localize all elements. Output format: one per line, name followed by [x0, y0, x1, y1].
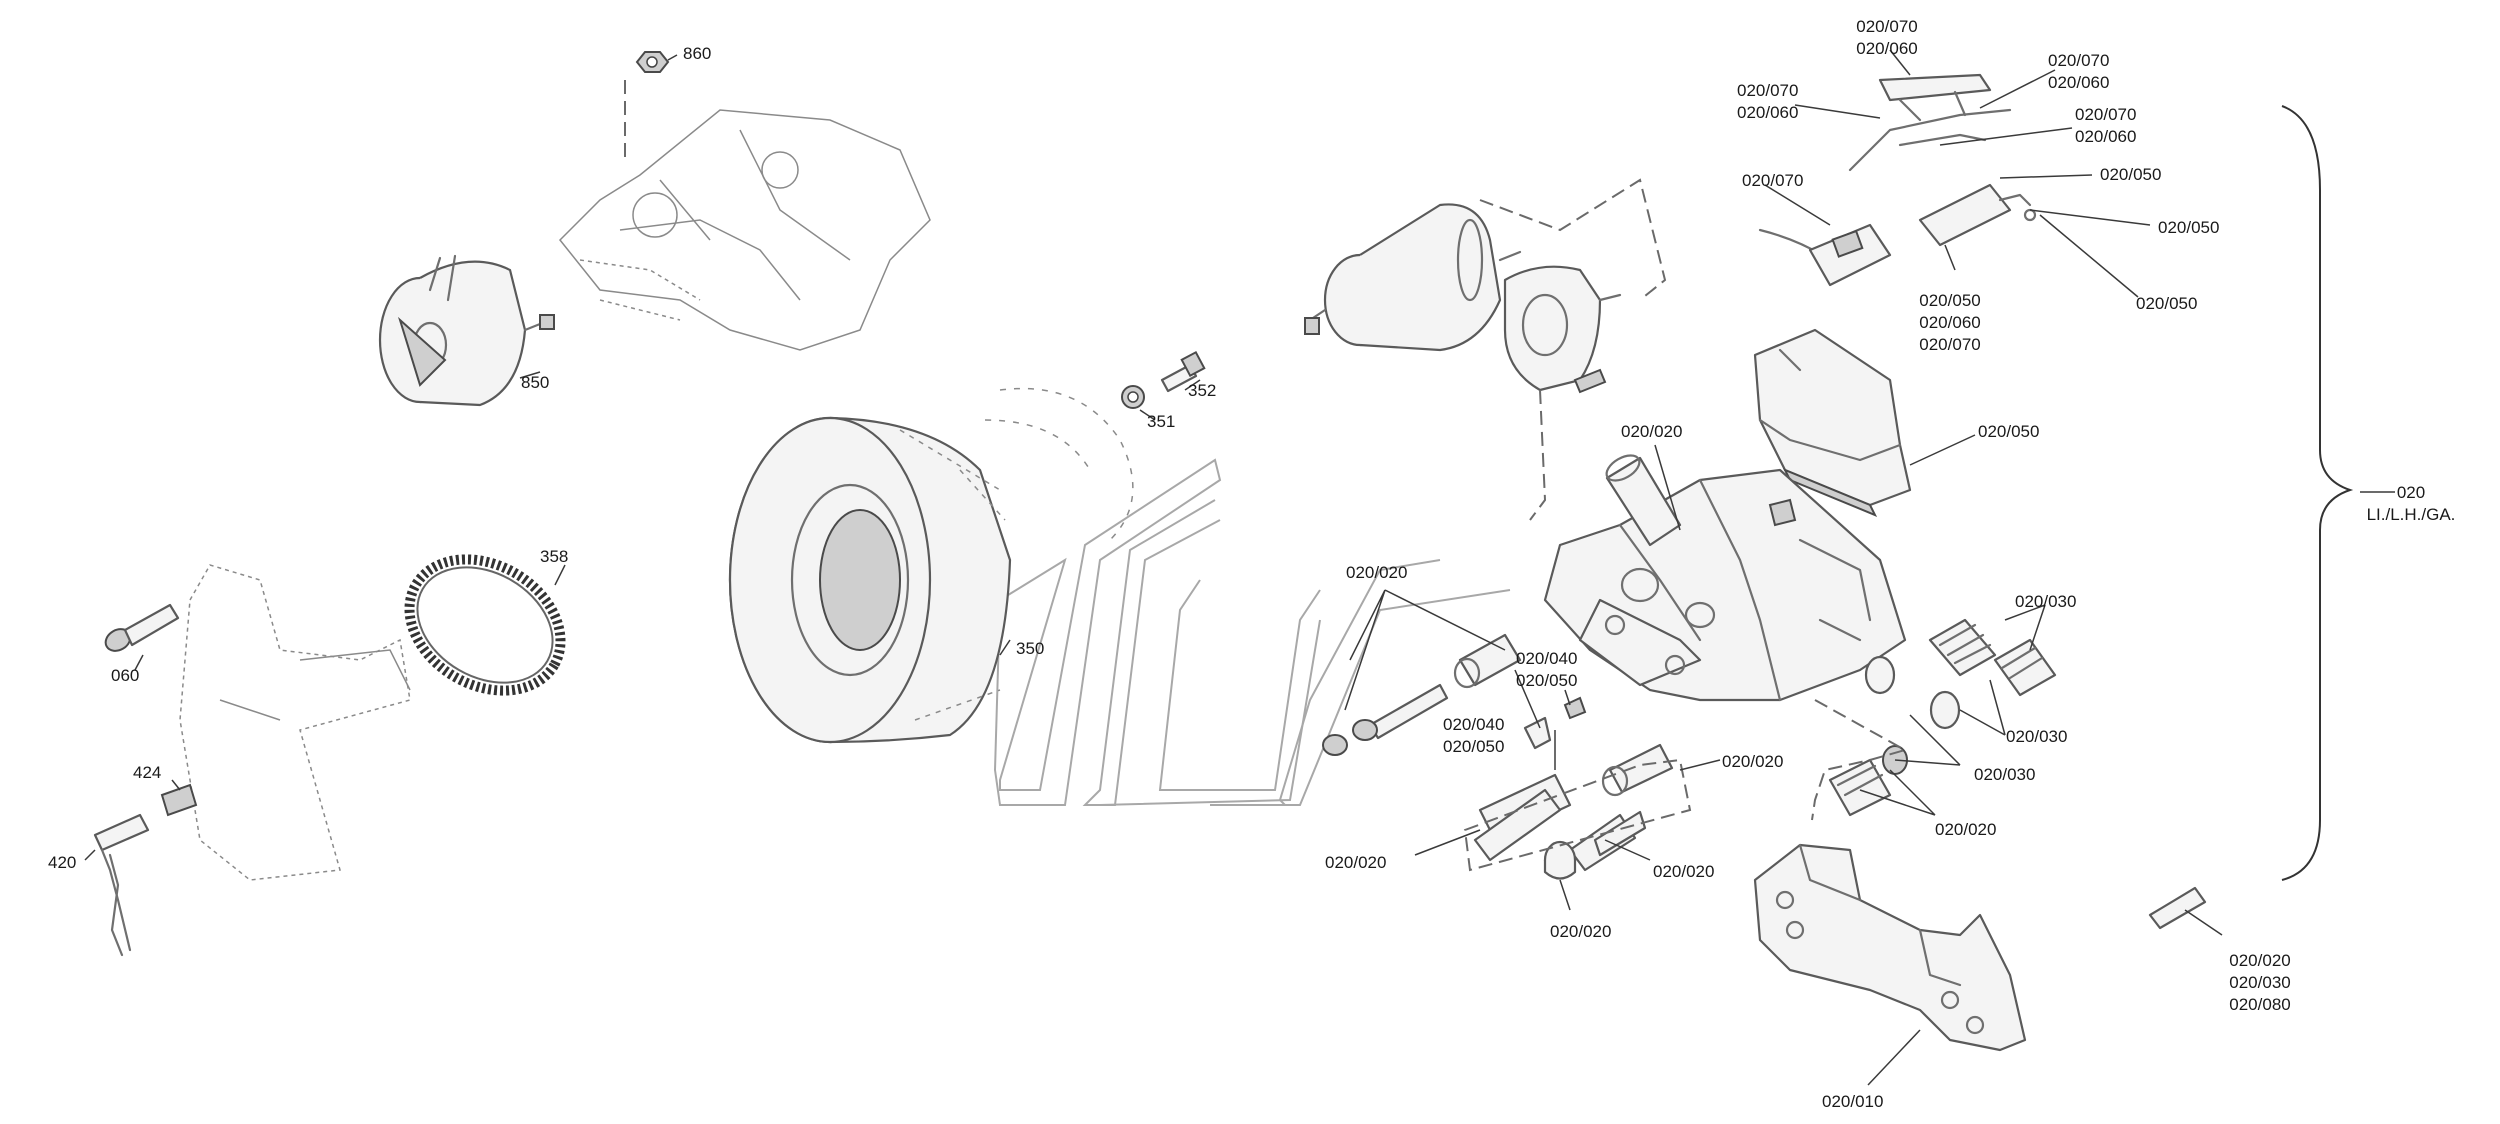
bolt-352	[1160, 350, 1206, 393]
callout-top-g: 020/050	[2158, 218, 2220, 237]
callout-piston-030-c: 020/030	[1974, 765, 2036, 784]
nut-860	[635, 51, 670, 73]
callout-guide-020b: 020/020	[1653, 862, 1715, 881]
guide-pin-lower	[1473, 743, 1674, 862]
guide-sleeve-upper	[1605, 454, 1682, 547]
callout-pad: 020/050	[1978, 422, 2040, 441]
callout-350: 350	[1016, 639, 1045, 658]
callout-top-f: 020/050	[2100, 165, 2162, 184]
bolt-060	[104, 603, 180, 652]
callout-060: 060	[111, 666, 140, 685]
callout-top-h: 020/050	[2136, 294, 2198, 313]
hub-flange-dashed	[984, 387, 1134, 541]
callout-420: 420	[48, 853, 77, 872]
group-bracket	[2281, 105, 2354, 881]
brake-pad	[1753, 328, 1912, 517]
callout-cap-020: 020/020	[1550, 922, 1612, 941]
callout-bush-020: 020/020	[1722, 752, 1784, 771]
pins-dashed-box	[1463, 758, 1692, 872]
clip-020-040	[1523, 716, 1552, 750]
bolt-020-020	[1593, 810, 1647, 857]
callout-352: 352	[1188, 381, 1217, 400]
pad-wear-sensor-kit	[1758, 73, 2037, 287]
callout-pins-020: 020/020	[1346, 563, 1408, 582]
callout-guide-020a: 020/020	[1325, 853, 1387, 872]
callout-860: 860	[683, 44, 712, 63]
brake-chamber-850	[378, 254, 555, 407]
caliper-carrier	[1753, 843, 2027, 1052]
guide-bolt-long	[1322, 683, 1449, 756]
brake-disc-350	[728, 416, 1012, 744]
caliper-housing-outline	[558, 80, 931, 351]
callout-caliper-020: 020/020	[1621, 422, 1683, 441]
callout-358: 358	[540, 547, 569, 566]
group-label: 020 LI./L.H./GA.	[2366, 483, 2456, 524]
callout-850: 850	[521, 373, 550, 392]
caliper-body	[1543, 468, 1907, 702]
callout-carrier: 020/010	[1822, 1092, 1884, 1111]
nut-351	[1121, 385, 1145, 409]
callout-piston-030-a: 020/030	[2015, 592, 2077, 611]
bush-424	[160, 783, 198, 817]
spring-brake-actuator	[1304, 178, 1667, 521]
assembly-direction-arrows	[993, 458, 1511, 806]
abs-ring-358	[404, 554, 566, 696]
callout-piston-030-b: 020/030	[2006, 727, 2068, 746]
callout-seal-020: 020/020	[1935, 820, 1997, 839]
guide-cap	[1543, 840, 1577, 880]
leader-lines	[84, 49, 2395, 1086]
callout-424: 424	[133, 763, 162, 782]
axle-knuckle-outline	[179, 564, 411, 881]
callout-351: 351	[1147, 412, 1176, 431]
guide-bushing	[1453, 633, 1522, 689]
sensor-420	[93, 813, 150, 957]
callout-top-e: 020/070	[1742, 171, 1804, 190]
repair-kit-020	[2148, 886, 2207, 930]
